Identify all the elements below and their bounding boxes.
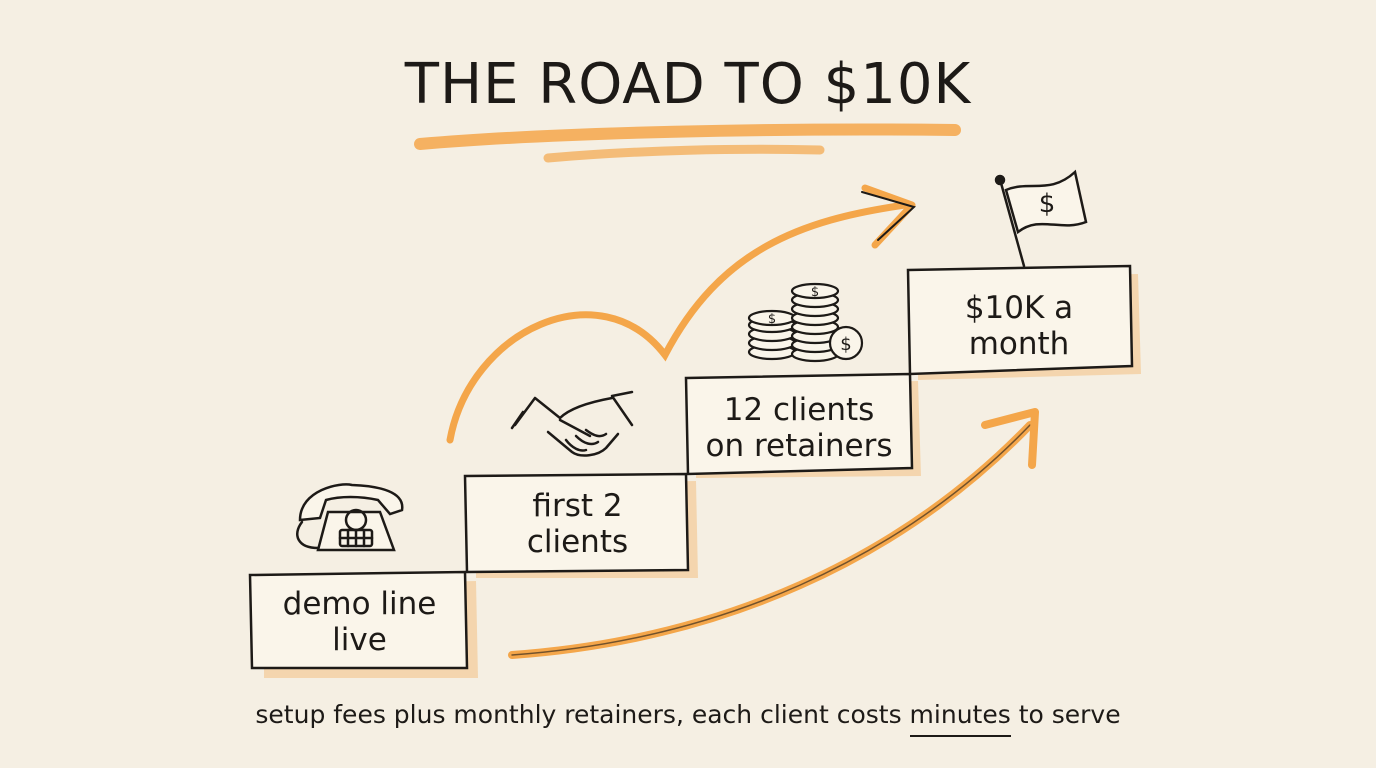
step-label-2-line2: clients [526, 524, 629, 560]
caption-before: setup fees plus monthly retainers, each … [255, 700, 910, 729]
coin-symbol-3: $ [840, 334, 851, 355]
dollar-flag-icon [994, 169, 1088, 268]
step-box-4 [906, 264, 1134, 376]
step-label-1: demo line live [252, 586, 467, 658]
step-label-2: first 2 clients [467, 488, 688, 560]
caption-after: to serve [1010, 700, 1121, 729]
step-label-4-line2: month [968, 326, 1070, 362]
step-label-1-line1: demo line [282, 586, 437, 622]
step-box-3 [684, 372, 914, 476]
stair-steps [248, 264, 1141, 678]
step-box-2 [463, 472, 690, 574]
page-title: THE ROAD TO $10K [404, 52, 972, 117]
telephone-icon [296, 483, 404, 552]
step-label-3-line2: on retainers [705, 428, 893, 464]
step-label-3-line1: 12 clients [723, 392, 875, 428]
title-underline [414, 123, 961, 163]
step-label-4: $10K a month [908, 290, 1130, 362]
handshake-icon [510, 390, 634, 457]
upper-growth-arrow [446, 184, 916, 444]
caption: setup fees plus monthly retainers, each … [0, 700, 1376, 737]
lower-growth-arrow [508, 408, 1039, 659]
step-box-1 [248, 570, 469, 670]
coin-stack-icon [747, 282, 864, 363]
coin-symbol-1: $ [768, 312, 776, 327]
step-label-3: 12 clients on retainers [686, 392, 912, 464]
step-label-1-line2: live [332, 622, 387, 658]
coin-symbol-2: $ [811, 285, 819, 300]
step-label-2-line1: first 2 [532, 488, 623, 524]
step-label-4-line1: $10K a [964, 290, 1074, 326]
flag-dollar-symbol: $ [1039, 189, 1056, 219]
caption-underlined: minutes [909, 700, 1011, 737]
